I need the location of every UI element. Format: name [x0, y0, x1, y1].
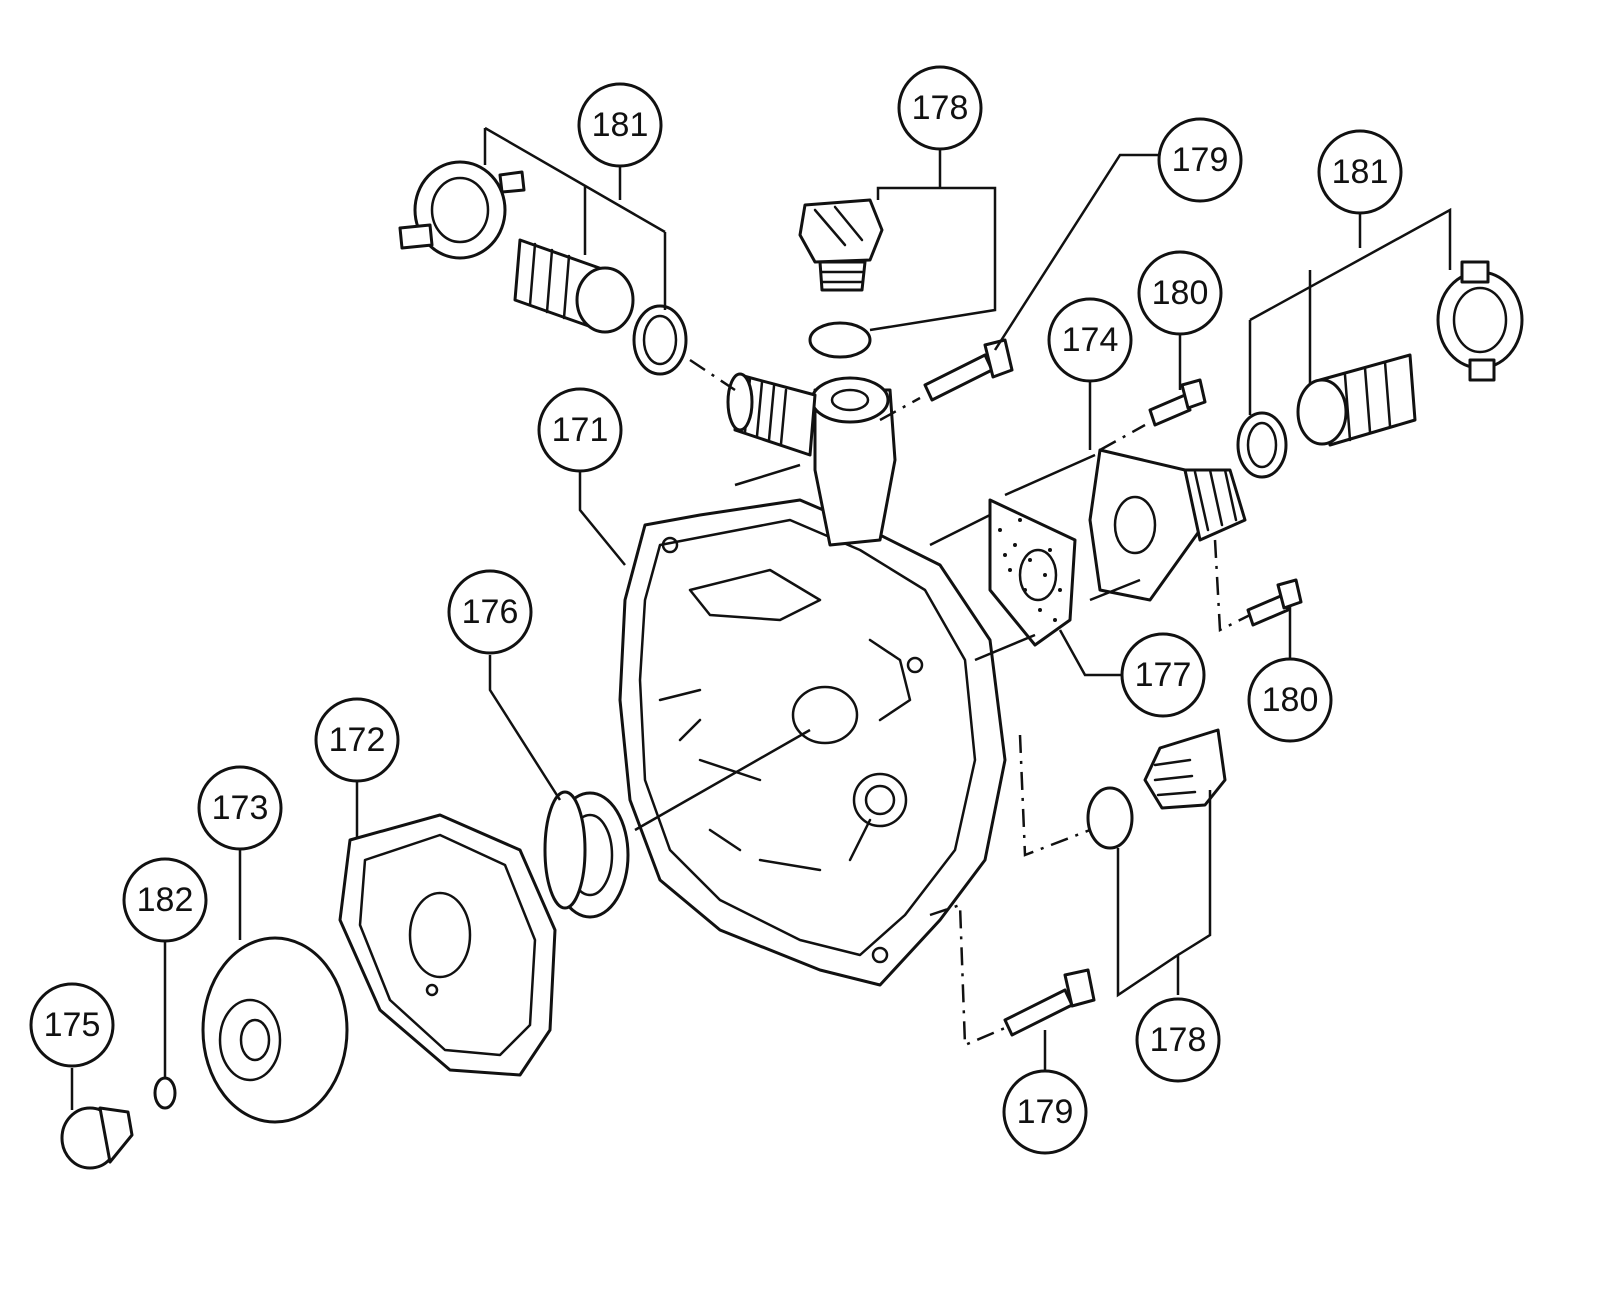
callout-175: 175: [29, 982, 115, 1068]
priming-plug: [798, 198, 884, 292]
drain-plug-175: [60, 1106, 134, 1170]
callout-171: 171: [537, 387, 623, 473]
callout-176-label: 176: [462, 593, 519, 631]
callout-180-top: 180: [1137, 250, 1223, 336]
discharge-hose-nipple: [1296, 353, 1417, 447]
suction-coupling: [398, 160, 526, 260]
callout-181-left-label: 181: [592, 106, 649, 144]
callout-177: 177: [1120, 632, 1206, 718]
callout-176: 176: [447, 569, 533, 655]
callout-179-top: 179: [1157, 117, 1243, 203]
callout-172: 172: [314, 697, 400, 783]
suction-hose-nipple: [513, 238, 635, 334]
callout-174-label: 174: [1062, 321, 1119, 359]
callout-174: 174: [1047, 297, 1133, 383]
callout-172-label: 172: [329, 721, 386, 759]
callout-180-top-label: 180: [1152, 274, 1209, 312]
mechanical-seal: [543, 790, 630, 919]
callout-171-label: 171: [552, 411, 609, 449]
drain-oring: [1086, 786, 1134, 850]
volute-cover: [338, 813, 557, 1077]
washer-182: [153, 1076, 177, 1110]
impeller: [201, 936, 349, 1124]
outlet-flange: [1088, 448, 1247, 602]
callout-180-bottom-label: 180: [1262, 681, 1319, 719]
callout-179-top-label: 179: [1172, 141, 1229, 179]
discharge-gasket: [1236, 411, 1288, 479]
callout-181-right: 181: [1317, 129, 1403, 215]
bolt-180-top: [1148, 378, 1207, 427]
callout-178-top: 178: [897, 65, 983, 151]
pump-casing: [618, 372, 1007, 987]
callout-178-top-label: 178: [912, 89, 969, 127]
bolt-180-bottom: [1246, 578, 1303, 627]
callout-180-bottom: 180: [1247, 657, 1333, 743]
callout-178-bottom-label: 178: [1150, 1021, 1207, 1059]
callout-177-label: 177: [1135, 656, 1192, 694]
flange-gasket: [988, 498, 1077, 647]
suction-gasket: [632, 304, 688, 376]
callout-179-bottom-label: 179: [1017, 1093, 1074, 1131]
callout-182-label: 182: [137, 881, 194, 919]
assembly-lines: [634, 358, 1251, 1047]
callout-leaders: [70, 126, 1452, 1110]
priming-oring: [808, 321, 872, 359]
callout-178-bottom: 178: [1135, 997, 1221, 1083]
callout-181-right-label: 181: [1332, 153, 1389, 191]
callout-175-label: 175: [44, 1006, 101, 1044]
callout-179-bottom: 179: [1002, 1069, 1088, 1155]
bolt-179-bottom: [1003, 968, 1096, 1037]
callout-182: 182: [122, 857, 208, 943]
drain-plug-178: [1143, 728, 1227, 810]
callout-173: 173: [197, 765, 283, 851]
callout-181-left: 181: [577, 82, 663, 168]
callout-173-label: 173: [212, 789, 269, 827]
bolt-179-top: [923, 338, 1014, 402]
discharge-coupling: [1436, 260, 1524, 382]
